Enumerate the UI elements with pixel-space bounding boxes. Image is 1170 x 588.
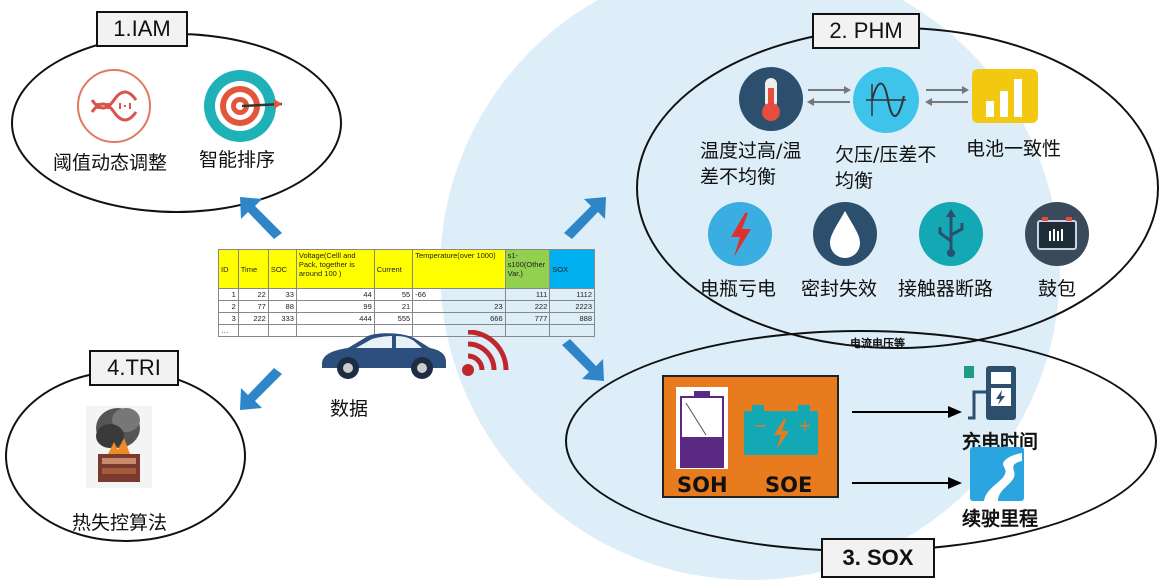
table-cell: 1: [218, 288, 239, 301]
table-header-cell: Time: [237, 249, 269, 289]
iam-item-ranking: 智能排序: [199, 149, 276, 171]
svg-text:−: −: [754, 416, 767, 435]
thermometer-icon: [738, 66, 804, 132]
table-cell: 888: [549, 312, 595, 325]
phm-item-temperature-line2: 差不均衡: [700, 166, 777, 188]
phm-item-battery-drain: 电瓶亏电: [700, 278, 777, 300]
lightning-icon: [707, 201, 773, 267]
table-cell: 99: [295, 300, 375, 313]
table-cell: 555: [373, 312, 414, 325]
battery-health-icon: [676, 387, 728, 469]
table-cell: 3: [218, 312, 239, 325]
svg-text:+: +: [798, 416, 811, 435]
table-cell: 33: [267, 288, 297, 301]
phm-item-seal-failure: 密封失效: [801, 278, 878, 300]
table-cell: 444: [295, 312, 375, 325]
car-icon: [318, 330, 450, 382]
sox-ellipse: [565, 330, 1157, 552]
table-cell: 1112: [549, 288, 595, 301]
table-header-row: ID Time SOC Voltage(Celll and Pack, toge…: [218, 249, 595, 289]
phm-label: 2. PHM: [812, 13, 920, 49]
phm-item-temperature: 温度过高/温 差不均衡: [700, 138, 801, 190]
phm-item-undervoltage-line1: 欠压/压差不: [835, 144, 937, 166]
water-drop-icon: [812, 201, 878, 267]
table-cell: 222: [237, 312, 269, 325]
phm-item-undervoltage-line2: 均衡: [835, 170, 874, 192]
dna-icon: [76, 68, 152, 144]
arrow-to-phm: [560, 195, 608, 241]
table-cell: [549, 324, 595, 337]
table-cell: 55: [373, 288, 414, 301]
double-arrow-2-icon: [924, 84, 970, 108]
arrow-to-iam: [238, 195, 286, 241]
arrow-to-charging: [852, 404, 962, 418]
arrow-to-range: [852, 475, 962, 489]
usb-icon: [918, 201, 984, 267]
phm-item-bulge: 鼓包: [1038, 278, 1077, 300]
waveform-icon: [852, 66, 920, 134]
table-cell: 21: [373, 300, 414, 313]
phm-item-undervoltage: 欠压/压差不 均衡: [835, 142, 936, 194]
arrow-to-tri: [238, 366, 286, 412]
data-table: ID Time SOC Voltage(Celll and Pack, toge…: [218, 249, 595, 337]
sox-top-note: 电流电压等: [850, 337, 905, 350]
bar-chart-icon: [970, 67, 1040, 125]
table-header-cell: Current: [373, 249, 414, 289]
table-cell: 777: [504, 312, 551, 325]
table-cell: 666: [412, 312, 506, 325]
table-cell: 23: [412, 300, 506, 313]
double-arrow-1-icon: [806, 84, 852, 108]
table-header-cell: Temperature(over 1000): [412, 249, 506, 289]
table-header-cell: ID: [218, 249, 239, 289]
table-cell: 222: [504, 300, 551, 313]
phm-item-temperature-line1: 温度过高/温: [700, 140, 802, 162]
soh-label: SOH: [677, 473, 728, 497]
road-icon: [970, 447, 1024, 501]
iam-item-threshold: 阈值动态调整: [53, 152, 168, 174]
table-cell: [237, 324, 269, 337]
sox-output-range: 续驶里程: [962, 508, 1039, 530]
table-cell: [267, 324, 297, 337]
table-cell: 77: [237, 300, 269, 313]
table-cell: 88: [267, 300, 297, 313]
table-row: 2 77 88 99 21 23 222 2223: [218, 300, 595, 313]
center-data-label: 数据: [330, 398, 369, 420]
battery-energy-icon: − +: [744, 405, 818, 455]
iam-label: 1.IAM: [96, 11, 188, 47]
battery-swelling-icon: [1024, 201, 1090, 267]
charging-station-icon: [962, 362, 1026, 426]
table-cell: 2223: [549, 300, 595, 313]
table-cell: 333: [267, 312, 297, 325]
wireless-signal-icon: [460, 329, 514, 378]
burning-battery-icon: [86, 406, 152, 488]
phm-item-contactor: 接触器断路: [898, 278, 994, 300]
soe-label: SOE: [765, 473, 813, 497]
table-row: 3 222 333 444 555 666 777 888: [218, 312, 595, 325]
table-cell: 22: [237, 288, 269, 301]
table-cell: 111: [504, 288, 551, 301]
table-row: 1 22 33 44 55 -66 111 1112: [218, 288, 595, 301]
tri-caption: 热失控算法: [72, 512, 168, 534]
iam-ellipse: [11, 33, 342, 213]
sox-label: 3. SOX: [821, 538, 935, 578]
table-cell: 2: [218, 300, 239, 313]
table-header-cell: s1-s100(Other Var.): [504, 249, 551, 289]
table-cell: …: [218, 324, 239, 337]
table-header-cell: Voltage(Celll and Pack, together is arou…: [295, 249, 375, 289]
table-cell: -66: [412, 288, 506, 301]
tri-label: 4.TRI: [89, 350, 179, 386]
target-icon: [202, 66, 283, 146]
arrow-to-sox: [558, 337, 606, 383]
table-header-cell: SOC: [267, 249, 297, 289]
table-header-cell: SOX: [549, 249, 595, 289]
phm-item-consistency: 电池一致性: [966, 138, 1062, 160]
table-cell: 44: [295, 288, 375, 301]
